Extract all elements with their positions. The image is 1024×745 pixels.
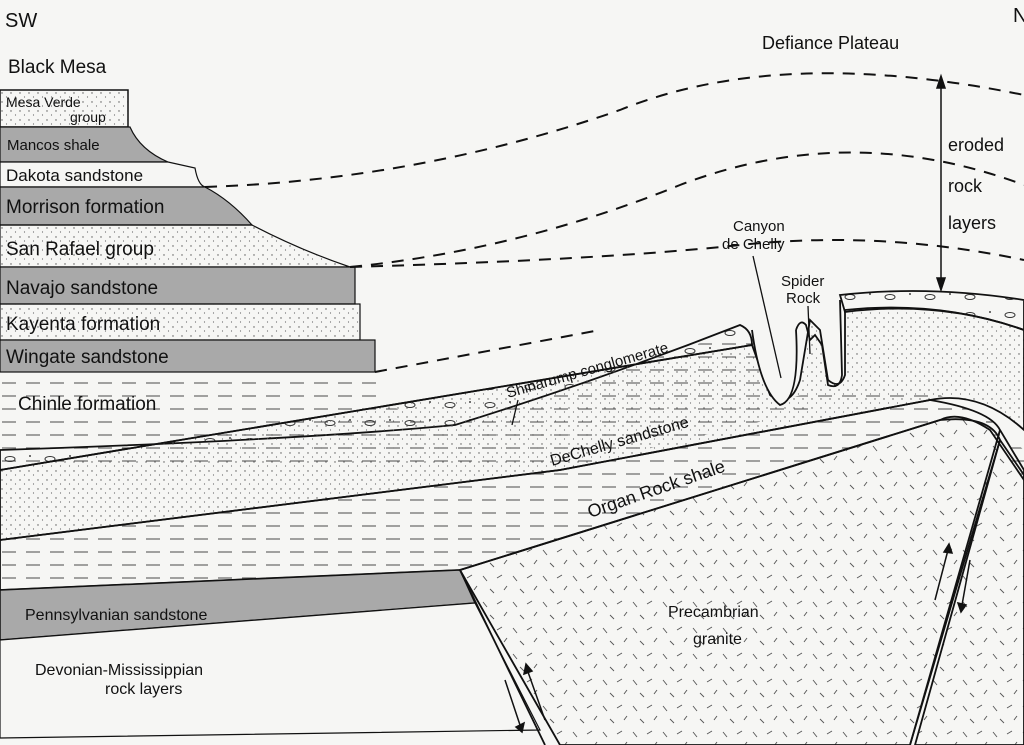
layer-defiance-top bbox=[838, 290, 1024, 331]
direction-sw: SW bbox=[5, 10, 37, 32]
label-morrison: Morrison formation bbox=[6, 197, 164, 218]
shinarump-leader bbox=[511, 399, 519, 426]
label-canyon: Canyon bbox=[733, 218, 785, 235]
layer-granite-right bbox=[914, 437, 1024, 745]
layer-wingate bbox=[0, 339, 376, 373]
label-devonian-2: rock layers bbox=[105, 681, 182, 698]
label-mesa-verde: Mesa Verde bbox=[6, 94, 81, 110]
label-defiance-plateau: Defiance Plateau bbox=[762, 33, 899, 53]
label-chinle: Chinle formation bbox=[18, 394, 156, 415]
canyon-de-chelly-cut bbox=[751, 329, 798, 406]
label-mancos: Mancos shale bbox=[7, 137, 100, 154]
layer-devonian bbox=[0, 602, 541, 739]
label-de-chelly: de Chelly bbox=[722, 236, 785, 253]
label-wingate: Wingate sandstone bbox=[6, 347, 169, 368]
direction-n: N bbox=[1013, 5, 1024, 27]
label-rock: Rock bbox=[786, 290, 821, 307]
spider-leader bbox=[807, 305, 811, 355]
left-strata bbox=[0, 89, 376, 373]
label-layers: layers bbox=[948, 213, 996, 233]
label-pennsylvanian: Pennsylvanian sandstone bbox=[25, 607, 207, 624]
label-kayenta: Kayenta formation bbox=[6, 314, 160, 335]
label-granite: granite bbox=[693, 631, 742, 648]
label-devonian: Devonian-Mississippian bbox=[35, 662, 203, 679]
layer-navajo bbox=[0, 266, 356, 305]
fault-arrows bbox=[504, 542, 971, 734]
label-dakota: Dakota sandstone bbox=[6, 166, 143, 185]
layer-kayenta bbox=[0, 303, 361, 341]
layer-organ-rock bbox=[0, 399, 1024, 591]
label-eroded: eroded bbox=[948, 135, 1004, 155]
fault-left bbox=[459, 569, 546, 745]
layer-precambrian-granite bbox=[458, 418, 1001, 745]
eroded-layer-lines bbox=[204, 72, 1024, 373]
fault-right bbox=[909, 429, 1001, 745]
label-mesa-verde-2: group bbox=[70, 109, 106, 125]
spider-rock-spire bbox=[795, 299, 843, 388]
label-spider: Spider bbox=[781, 273, 824, 290]
eroded-arrow bbox=[935, 73, 947, 293]
label-rock-word: rock bbox=[948, 176, 983, 196]
label-navajo: Navajo sandstone bbox=[6, 278, 158, 299]
label-san-rafael: San Rafael group bbox=[6, 239, 154, 260]
layer-mesa-verde bbox=[0, 89, 129, 128]
canyon-leader bbox=[752, 255, 782, 379]
label-precambrian: Precambrian bbox=[668, 604, 759, 621]
label-black-mesa: Black Mesa bbox=[8, 57, 107, 78]
